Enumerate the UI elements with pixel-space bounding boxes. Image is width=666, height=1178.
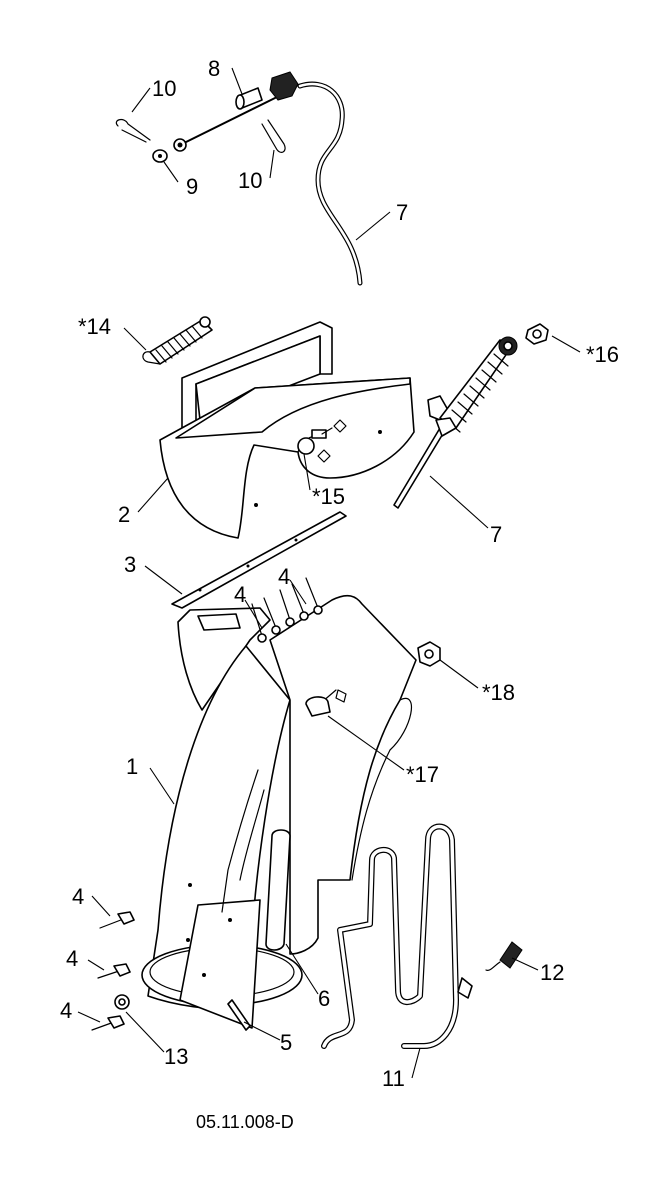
- part-12-spring: [485, 941, 523, 971]
- callout-1: 1: [126, 754, 138, 779]
- part-7-crank: [393, 336, 518, 509]
- callout-7-lower: 7: [490, 522, 502, 547]
- callout-11: 11: [382, 1066, 405, 1091]
- part-10-cotter-pin-left: [115, 118, 151, 143]
- callout-16: *16: [586, 342, 619, 367]
- callout-3: 3: [124, 552, 136, 577]
- callout-7-upper: 7: [396, 200, 408, 225]
- callout-10-left: 10: [152, 76, 176, 101]
- drawing-number: 05.11.008-D: [196, 1112, 294, 1132]
- part-3-deflector-plate: [171, 511, 347, 609]
- part-14-spring: [142, 316, 213, 365]
- callout-18: *18: [482, 680, 515, 705]
- part-4-rivet-1: [99, 911, 135, 929]
- callout-4-top-right: 4: [278, 564, 290, 589]
- callout-5: 5: [280, 1030, 292, 1055]
- leader-lines: [77, 67, 581, 1079]
- part-4-rivet-3: [91, 1015, 125, 1031]
- callout-10-right: 10: [238, 168, 262, 193]
- part-8-bushing: [235, 87, 263, 110]
- part-18-flange-nut: [417, 641, 441, 667]
- part-10-cotter-pin-right: [261, 119, 286, 153]
- part-9-sleeve: [152, 149, 168, 163]
- part-13-nut: [114, 994, 130, 1010]
- part-7-upper-cable: [173, 71, 363, 286]
- callout-8: 8: [208, 56, 220, 81]
- callout-17: *17: [406, 762, 439, 787]
- callout-4-rivet-2: 4: [66, 946, 78, 971]
- callout-4-top-left: 4: [234, 582, 246, 607]
- callout-4-rivet-3: 4: [60, 998, 72, 1023]
- part-6-guide-strip: [265, 829, 291, 951]
- callout-13: 13: [164, 1044, 188, 1069]
- part-17-bolt: [305, 696, 331, 717]
- part-4-rivet-2: [97, 963, 131, 979]
- callout-15: *15: [312, 484, 345, 509]
- callout-12: 12: [540, 960, 564, 985]
- callout-9: 9: [186, 174, 198, 199]
- callout-labels: 8 10 9 10 7 *14 *16 *15 2 7 3 4 4 *18 1 …: [60, 56, 619, 1132]
- callout-4-rivet-1: 4: [72, 884, 84, 909]
- part-11-crank-rod: [321, 823, 473, 1049]
- part-1-main-chute: [141, 594, 417, 1029]
- callout-6: 6: [318, 986, 330, 1011]
- part-16-nut: [525, 323, 549, 345]
- callout-2: 2: [118, 502, 130, 527]
- callout-14: *14: [78, 314, 111, 339]
- part-2-chute-deflector: [159, 321, 415, 539]
